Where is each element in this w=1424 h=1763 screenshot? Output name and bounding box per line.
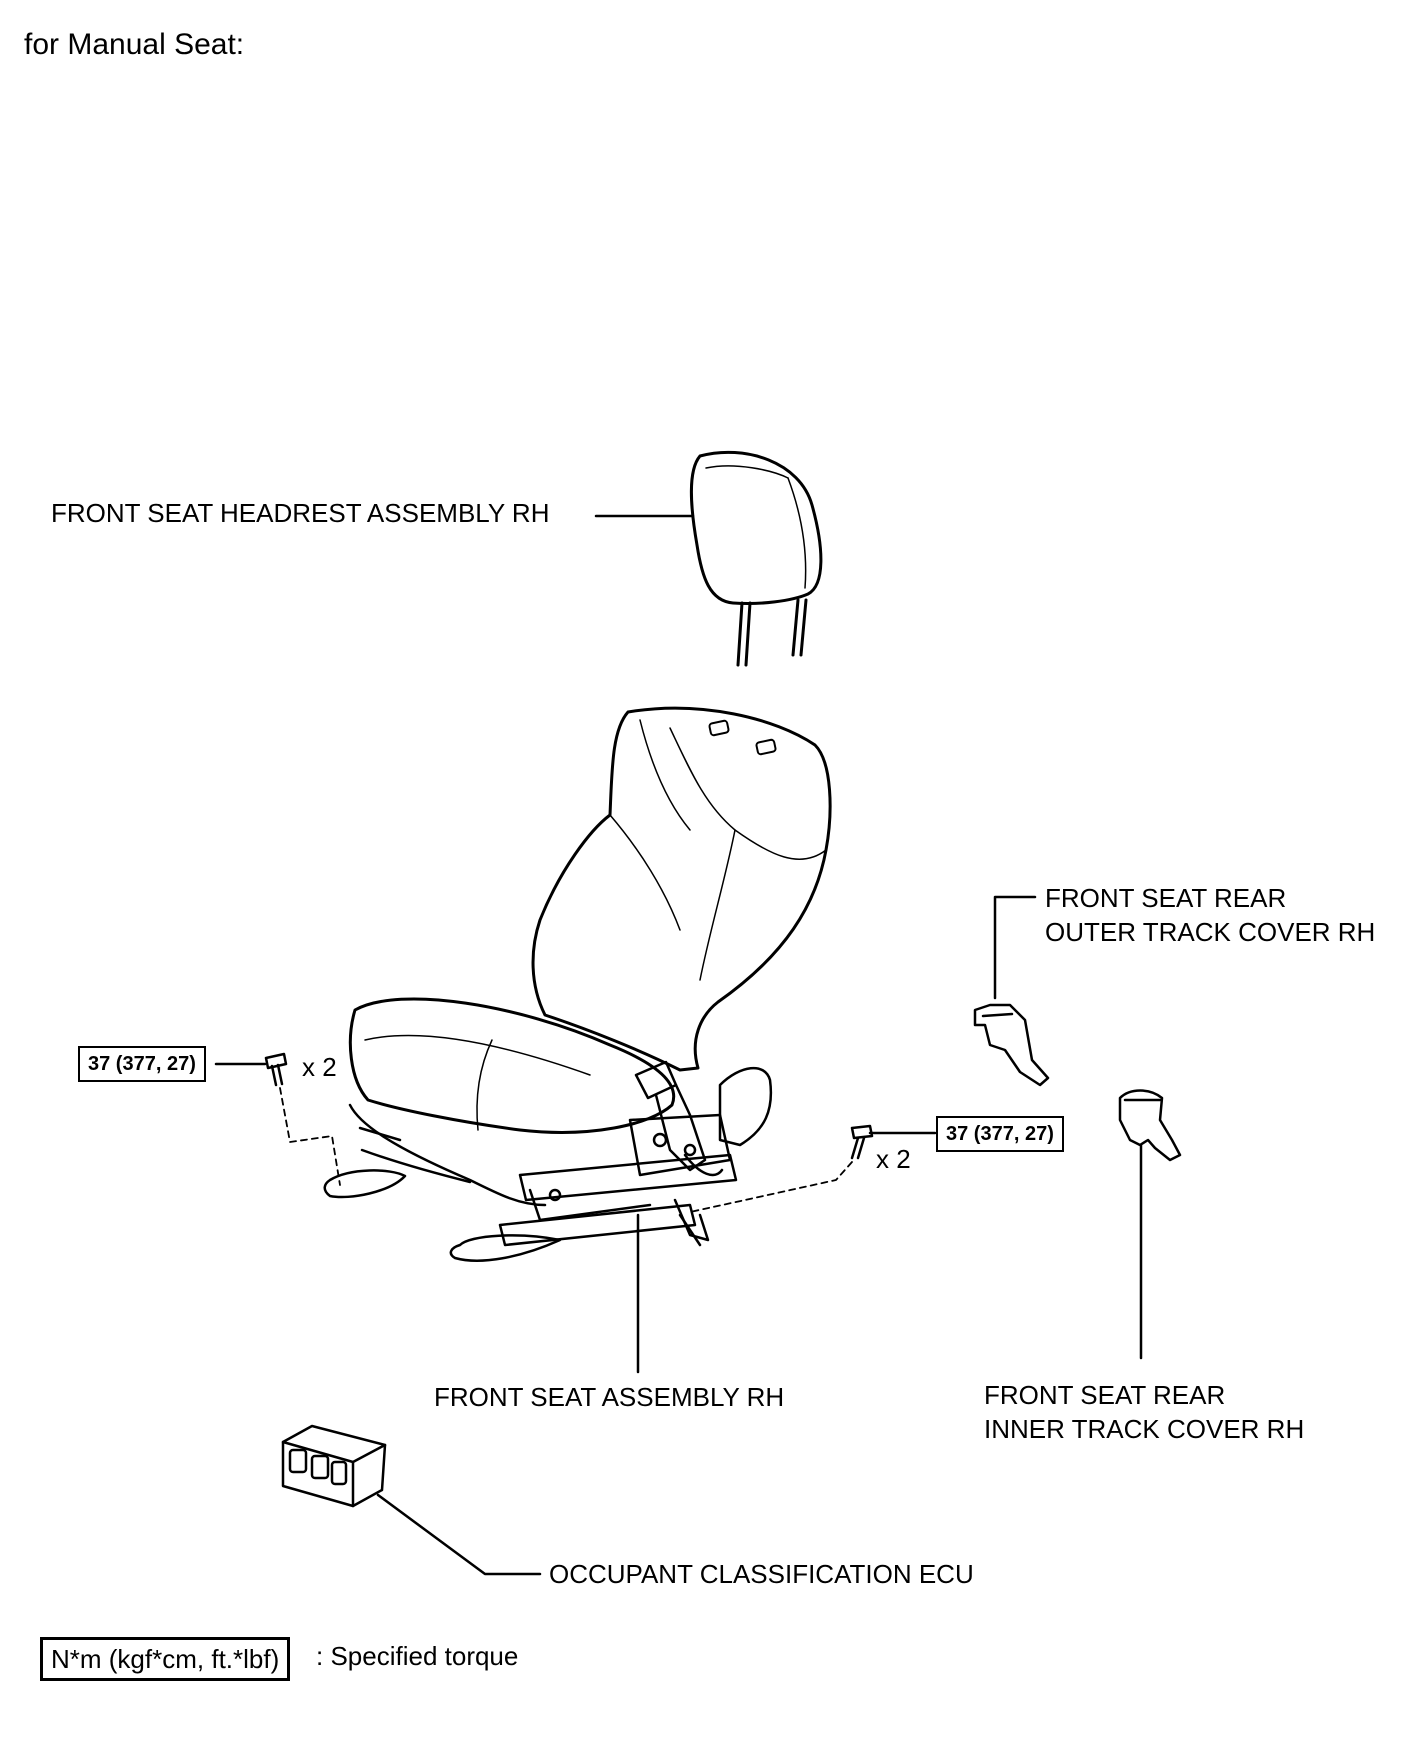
left-bolt-path xyxy=(280,1088,340,1185)
ecu-leader xyxy=(378,1495,540,1574)
outer-track-label-line1: FRONT SEAT REAR xyxy=(1045,883,1287,913)
headrest-label: FRONT SEAT HEADREST ASSEMBLY RH xyxy=(51,498,550,528)
left-torque-box: 37 (377, 27) xyxy=(78,1046,206,1082)
seat-cushion xyxy=(350,999,673,1132)
diagram-title: for Manual Seat: xyxy=(24,28,245,61)
ecu-label: OCCUPANT CLASSIFICATION ECU xyxy=(549,1559,974,1589)
right-bolt xyxy=(852,1126,872,1158)
right-bolt-path xyxy=(690,1162,852,1212)
legend-unit-box: N*m (kgf*cm, ft.*lbf) xyxy=(40,1637,291,1681)
inner-track-cover xyxy=(1120,1091,1180,1161)
right-torque-box: 37 (377, 27) xyxy=(936,1116,1064,1152)
outer-track-label-line2: OUTER TRACK COVER RH xyxy=(1045,917,1376,947)
seat-frame-tracks xyxy=(325,1105,736,1261)
ecu-part xyxy=(283,1426,385,1506)
inner-track-label-line2: INNER TRACK COVER RH xyxy=(984,1414,1305,1444)
outer-track-cover xyxy=(975,1005,1048,1085)
inner-track-label-line1: FRONT SEAT REAR xyxy=(984,1380,1226,1410)
recliner-cover xyxy=(720,1068,771,1145)
left-bolt xyxy=(266,1054,286,1085)
headrest-part xyxy=(691,452,821,665)
seat-assembly-label: FRONT SEAT ASSEMBLY RH xyxy=(434,1382,785,1412)
right-qty: x 2 xyxy=(876,1144,911,1174)
outer-track-leader xyxy=(995,897,1035,998)
legend-text: : Specified torque xyxy=(316,1641,519,1671)
seat-backrest xyxy=(533,708,830,1070)
left-qty: x 2 xyxy=(302,1052,337,1082)
